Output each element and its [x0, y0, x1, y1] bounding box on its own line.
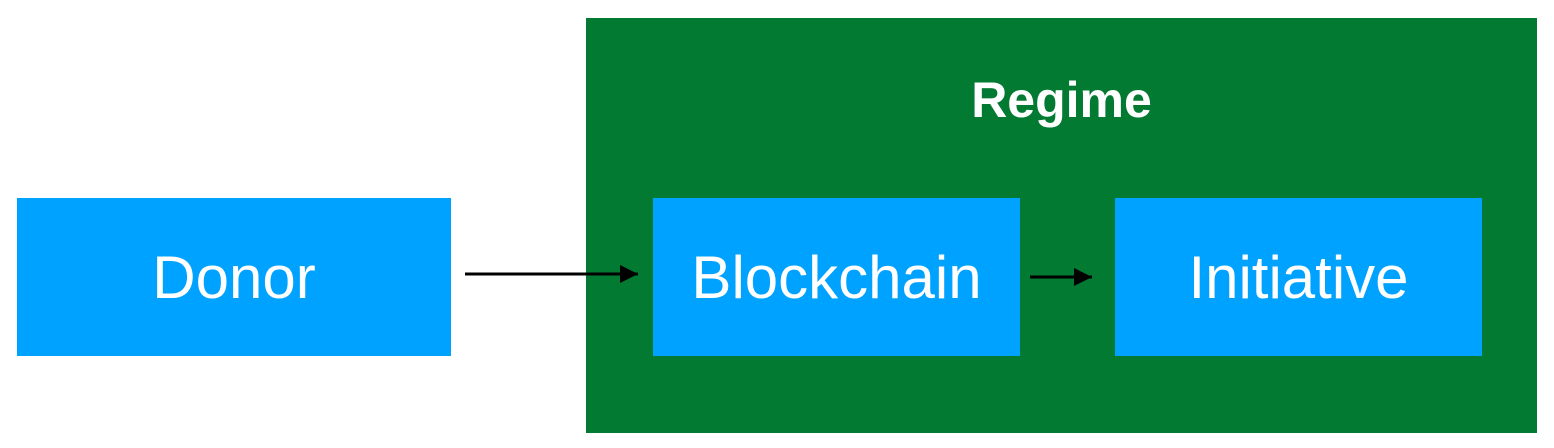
blockchain-node: Blockchain — [653, 198, 1020, 356]
regime-label: Regime — [971, 72, 1152, 128]
donor-node: Donor — [17, 198, 451, 356]
initiative-node: Initiative — [1115, 198, 1482, 356]
